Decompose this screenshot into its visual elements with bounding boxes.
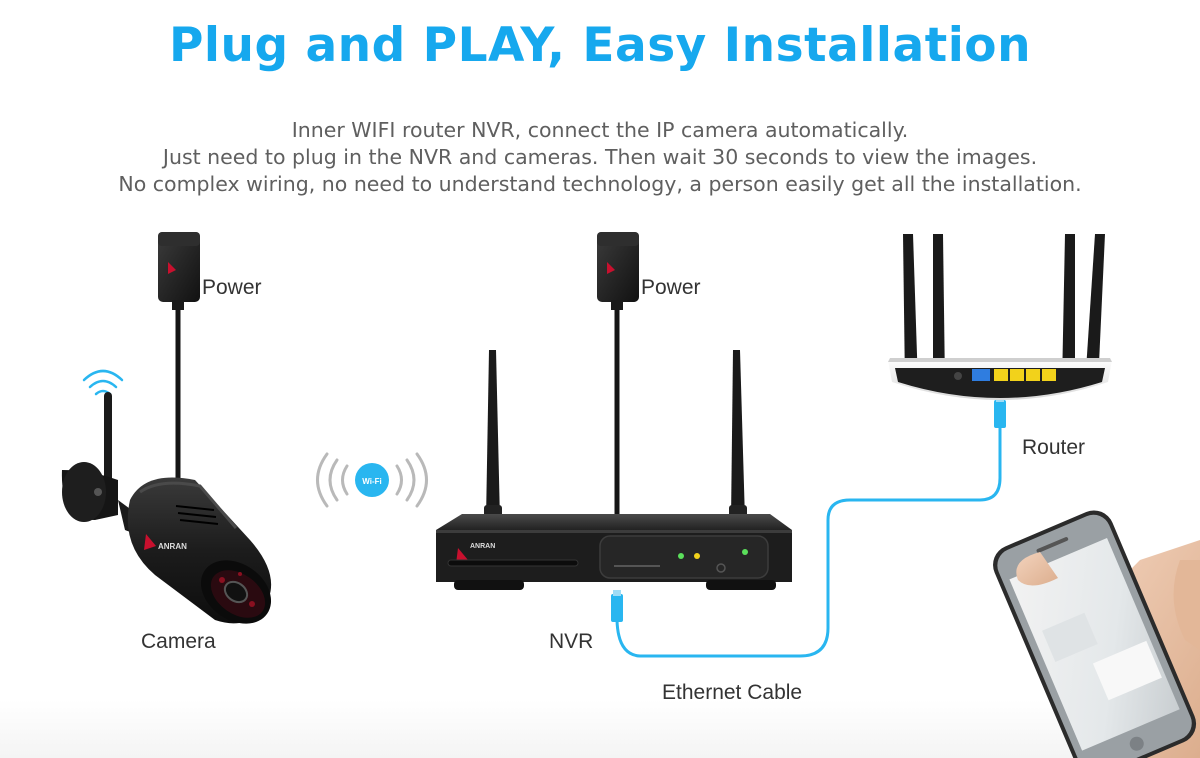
floor-shadow [0,700,1200,758]
camera-logo: ANRAN [158,542,187,551]
nvr-label: NVR [549,630,594,653]
wifi-router [888,234,1112,400]
subtitle-line: No complex wiring, no need to understand… [118,172,1082,196]
wifi-signal-icon [82,369,124,396]
power-label-left: Power [202,276,262,299]
wifi-badge-text: Wi-Fi [362,477,381,486]
wifi-broadcast-icon: Wi-Fi [316,452,428,508]
camera-label: Camera [141,630,216,653]
smartphone-hand [993,510,1200,758]
subtitle-line: Inner WIFI router NVR, connect the IP ca… [291,118,909,142]
power-adapter-right [597,232,639,520]
power-label-right: Power [641,276,701,299]
subtitle: Inner WIFI router NVR, connect the IP ca… [0,117,1200,198]
page-title: Plug and PLAY, Easy Installation [168,18,1032,73]
nvr-logo: ANRAN [470,543,495,550]
subtitle-line: Just need to plug in the NVR and cameras… [162,145,1038,169]
router-label: Router [1022,436,1086,459]
nvr-recorder: ANRAN [436,350,792,590]
power-adapter-left [158,232,200,480]
ethernet-label: Ethernet Cable [662,681,803,704]
ip-camera: ANRAN [61,369,272,624]
